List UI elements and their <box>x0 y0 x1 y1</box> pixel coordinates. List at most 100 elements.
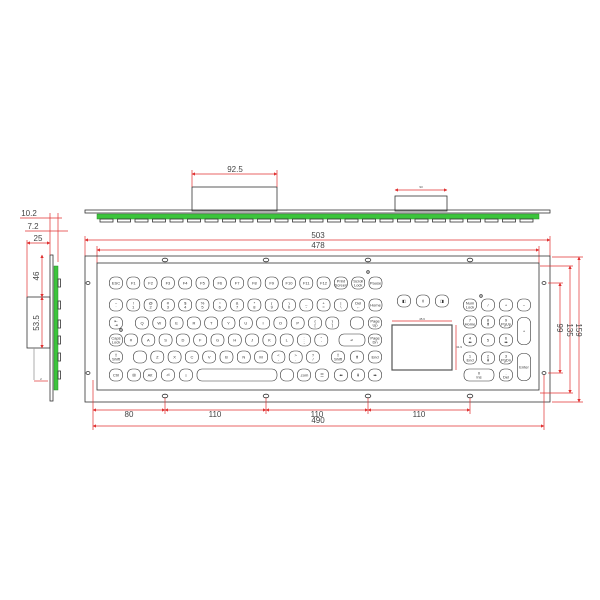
keycap[interactable] <box>350 350 364 364</box>
keycap[interactable] <box>210 333 225 347</box>
key[interactable]: !1 <box>126 298 141 312</box>
key[interactable]: "' <box>314 333 329 347</box>
key[interactable]: I <box>256 316 270 330</box>
keycap[interactable] <box>256 316 270 330</box>
keycap[interactable] <box>230 298 244 312</box>
keycap[interactable] <box>481 351 495 365</box>
key[interactable]: T <box>204 316 218 330</box>
key[interactable]: Ctrl <box>109 368 123 382</box>
keycap[interactable] <box>499 351 513 365</box>
keycap[interactable] <box>109 298 123 312</box>
key[interactable]: K <box>262 333 277 347</box>
key[interactable]: 5 <box>481 333 495 347</box>
key[interactable] <box>0 0 278 382</box>
keycap[interactable] <box>481 333 495 347</box>
key[interactable]: F <box>193 333 207 347</box>
keycap[interactable] <box>306 350 320 364</box>
key[interactable]: ☰ <box>315 368 329 382</box>
key[interactable]: E <box>169 316 184 330</box>
keycap[interactable] <box>179 368 193 382</box>
key[interactable] <box>0 0 294 382</box>
keycap[interactable] <box>221 316 236 330</box>
key[interactable]: &7 <box>230 298 244 312</box>
keycap[interactable] <box>435 294 449 308</box>
keycap[interactable] <box>368 350 382 364</box>
key[interactable]: ?/ <box>306 350 320 364</box>
key[interactable]: ⌂ <box>179 368 193 382</box>
key[interactable]: # <box>124 333 138 347</box>
keycap[interactable] <box>463 368 495 382</box>
keycap[interactable] <box>368 298 383 312</box>
key[interactable]: += <box>316 298 331 312</box>
key[interactable]: {[ <box>308 316 322 330</box>
key[interactable]: H <box>228 333 242 347</box>
key[interactable]: %5 <box>195 298 210 312</box>
key[interactable]: F9 <box>264 276 279 290</box>
key[interactable]: F11 <box>299 276 314 290</box>
keycap[interactable] <box>126 276 141 290</box>
key[interactable]: ⬅ <box>334 368 348 382</box>
keycap[interactable] <box>350 316 364 330</box>
keycap[interactable] <box>463 298 477 312</box>
key[interactable]: *8 <box>247 298 262 312</box>
keycap[interactable] <box>195 276 210 290</box>
keycap[interactable] <box>161 368 175 382</box>
keycap[interactable] <box>228 333 242 347</box>
keycap[interactable] <box>169 316 184 330</box>
keycap[interactable] <box>126 298 141 312</box>
key[interactable]: F10 <box>282 276 296 290</box>
keycap[interactable] <box>290 316 305 330</box>
key[interactable]: F3 <box>161 276 175 290</box>
keycap[interactable] <box>237 350 251 364</box>
keycap[interactable] <box>463 315 477 329</box>
key[interactable] <box>0 0 364 330</box>
keycap[interactable] <box>331 350 345 364</box>
key[interactable]: F1 <box>126 276 141 290</box>
key[interactable]: − <box>517 298 531 312</box>
key[interactable]: :; <box>297 333 311 347</box>
keycap[interactable] <box>273 316 288 330</box>
keycap[interactable] <box>282 276 296 290</box>
keycap[interactable] <box>254 350 268 364</box>
key[interactable]: S <box>158 333 173 347</box>
key[interactable]: ⊞ <box>127 368 141 382</box>
keycap[interactable] <box>213 276 227 290</box>
keycap[interactable] <box>178 298 192 312</box>
keycap[interactable] <box>416 294 430 308</box>
keycap[interactable] <box>178 276 192 290</box>
key[interactable] <box>0 0 147 364</box>
keycap[interactable] <box>247 298 262 312</box>
keycap[interactable] <box>143 276 158 290</box>
key[interactable]: A <box>141 333 156 347</box>
key[interactable]: ESC <box>109 276 123 290</box>
keycap[interactable] <box>161 276 175 290</box>
key[interactable]: G <box>210 333 225 347</box>
keycap[interactable] <box>517 317 531 345</box>
keycap[interactable] <box>230 276 244 290</box>
keycap[interactable] <box>264 298 279 312</box>
keycap[interactable] <box>334 298 348 312</box>
keycap[interactable] <box>316 298 331 312</box>
key[interactable]: Pause <box>368 276 383 290</box>
key[interactable]: + <box>499 298 513 312</box>
keycap[interactable] <box>133 350 147 364</box>
keycap[interactable] <box>135 316 149 330</box>
keycap[interactable] <box>299 298 314 312</box>
keycap[interactable] <box>325 316 340 330</box>
key[interactable]: ➡ <box>368 368 382 382</box>
key[interactable]: F4 <box>178 276 192 290</box>
key[interactable]: W <box>152 316 167 330</box>
keycap[interactable] <box>176 333 190 347</box>
key[interactable]: ^6 <box>213 298 227 312</box>
key[interactable]: _- <box>299 298 314 312</box>
keycap[interactable] <box>308 316 322 330</box>
key[interactable]: F6 <box>213 276 227 290</box>
keycap[interactable] <box>499 368 513 382</box>
keycap[interactable] <box>316 276 331 290</box>
keycap[interactable] <box>109 368 123 382</box>
keycap[interactable] <box>193 333 207 347</box>
